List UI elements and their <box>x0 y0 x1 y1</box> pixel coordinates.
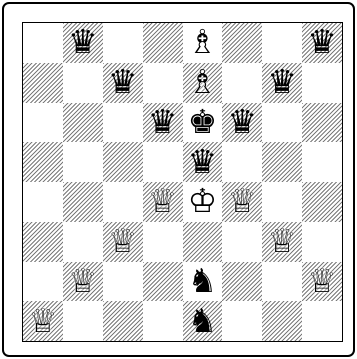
square-c3[interactable]: ♕ <box>103 222 143 262</box>
black-knight-icon[interactable]: ♞ <box>188 264 218 297</box>
black-queen-icon[interactable]: ♛ <box>228 105 258 138</box>
square-d7[interactable] <box>143 63 183 103</box>
square-e6[interactable]: ♚ <box>183 103 223 143</box>
square-f7[interactable] <box>222 63 262 103</box>
square-c1[interactable] <box>103 301 143 341</box>
square-d4[interactable]: ♕ <box>143 182 183 222</box>
square-f6[interactable]: ♛ <box>222 103 262 143</box>
square-d6[interactable]: ♛ <box>143 103 183 143</box>
square-g5[interactable] <box>262 142 302 182</box>
white-queen-icon[interactable]: ♕ <box>28 304 58 337</box>
square-f1[interactable] <box>222 301 262 341</box>
square-f2[interactable] <box>222 262 262 302</box>
square-d2[interactable] <box>143 262 183 302</box>
square-g4[interactable] <box>262 182 302 222</box>
square-e5[interactable]: ♛ <box>183 142 223 182</box>
square-h3[interactable] <box>302 222 342 262</box>
black-queen-icon[interactable]: ♛ <box>108 65 138 98</box>
white-queen-icon[interactable]: ♕ <box>148 184 178 217</box>
square-g6[interactable] <box>262 103 302 143</box>
square-d3[interactable] <box>143 222 183 262</box>
white-queen-icon[interactable]: ♕ <box>108 224 138 257</box>
black-queen-icon[interactable]: ♛ <box>188 145 218 178</box>
square-b3[interactable] <box>63 222 103 262</box>
black-queen-icon[interactable]: ♛ <box>307 25 337 58</box>
square-a6[interactable] <box>23 103 63 143</box>
square-g8[interactable] <box>262 23 302 63</box>
square-f4[interactable]: ♕ <box>222 182 262 222</box>
square-c8[interactable] <box>103 23 143 63</box>
square-h2[interactable]: ♕ <box>302 262 342 302</box>
square-a7[interactable] <box>23 63 63 103</box>
black-knight-icon[interactable]: ♞ <box>188 304 218 337</box>
square-g3[interactable]: ♕ <box>262 222 302 262</box>
square-e7[interactable]: ♗ <box>183 63 223 103</box>
square-a3[interactable] <box>23 222 63 262</box>
white-queen-icon[interactable]: ♕ <box>228 184 258 217</box>
square-a4[interactable] <box>23 182 63 222</box>
square-e1[interactable]: ♞ <box>183 301 223 341</box>
black-queen-icon[interactable]: ♛ <box>148 105 178 138</box>
black-queen-icon[interactable]: ♛ <box>267 65 297 98</box>
square-c2[interactable] <box>103 262 143 302</box>
square-b5[interactable] <box>63 142 103 182</box>
square-b6[interactable] <box>63 103 103 143</box>
square-a8[interactable] <box>23 23 63 63</box>
white-queen-icon[interactable]: ♕ <box>307 264 337 297</box>
square-c7[interactable]: ♛ <box>103 63 143 103</box>
square-b8[interactable]: ♛ <box>63 23 103 63</box>
white-queen-icon[interactable]: ♕ <box>68 264 98 297</box>
square-f5[interactable] <box>222 142 262 182</box>
square-g1[interactable] <box>262 301 302 341</box>
white-king-icon[interactable]: ♔ <box>188 184 218 217</box>
square-h7[interactable] <box>302 63 342 103</box>
square-e8[interactable]: ♗ <box>183 23 223 63</box>
square-a2[interactable] <box>23 262 63 302</box>
square-c4[interactable] <box>103 182 143 222</box>
square-f3[interactable] <box>222 222 262 262</box>
white-bishop-icon[interactable]: ♗ <box>188 65 218 98</box>
square-d5[interactable] <box>143 142 183 182</box>
square-h4[interactable] <box>302 182 342 222</box>
square-b2[interactable]: ♕ <box>63 262 103 302</box>
white-queen-icon[interactable]: ♕ <box>267 224 297 257</box>
square-b7[interactable] <box>63 63 103 103</box>
square-a1[interactable]: ♕ <box>23 301 63 341</box>
square-h6[interactable] <box>302 103 342 143</box>
square-b1[interactable] <box>63 301 103 341</box>
chess-board: ♛ ♗ ♛ ♛ ♗ ♛ ♛ ♚ ♛ ♛ ♕ ♔ ♕ ♕ ♕ ♕ ♞ ♕ ♕ ♞ <box>22 22 343 342</box>
square-e4[interactable]: ♔ <box>183 182 223 222</box>
square-c6[interactable] <box>103 103 143 143</box>
square-d8[interactable] <box>143 23 183 63</box>
square-h1[interactable] <box>302 301 342 341</box>
square-h8[interactable]: ♛ <box>302 23 342 63</box>
square-e3[interactable] <box>183 222 223 262</box>
black-queen-icon[interactable]: ♛ <box>68 25 98 58</box>
square-b4[interactable] <box>63 182 103 222</box>
white-bishop-icon[interactable]: ♗ <box>188 25 218 58</box>
square-e2[interactable]: ♞ <box>183 262 223 302</box>
square-g2[interactable] <box>262 262 302 302</box>
square-a5[interactable] <box>23 142 63 182</box>
square-h5[interactable] <box>302 142 342 182</box>
square-d1[interactable] <box>143 301 183 341</box>
board-frame: ♛ ♗ ♛ ♛ ♗ ♛ ♛ ♚ ♛ ♛ ♕ ♔ ♕ ♕ ♕ ♕ ♞ ♕ ♕ ♞ <box>2 2 355 357</box>
black-king-icon[interactable]: ♚ <box>188 105 218 138</box>
square-c5[interactable] <box>103 142 143 182</box>
square-f8[interactable] <box>222 23 262 63</box>
square-g7[interactable]: ♛ <box>262 63 302 103</box>
